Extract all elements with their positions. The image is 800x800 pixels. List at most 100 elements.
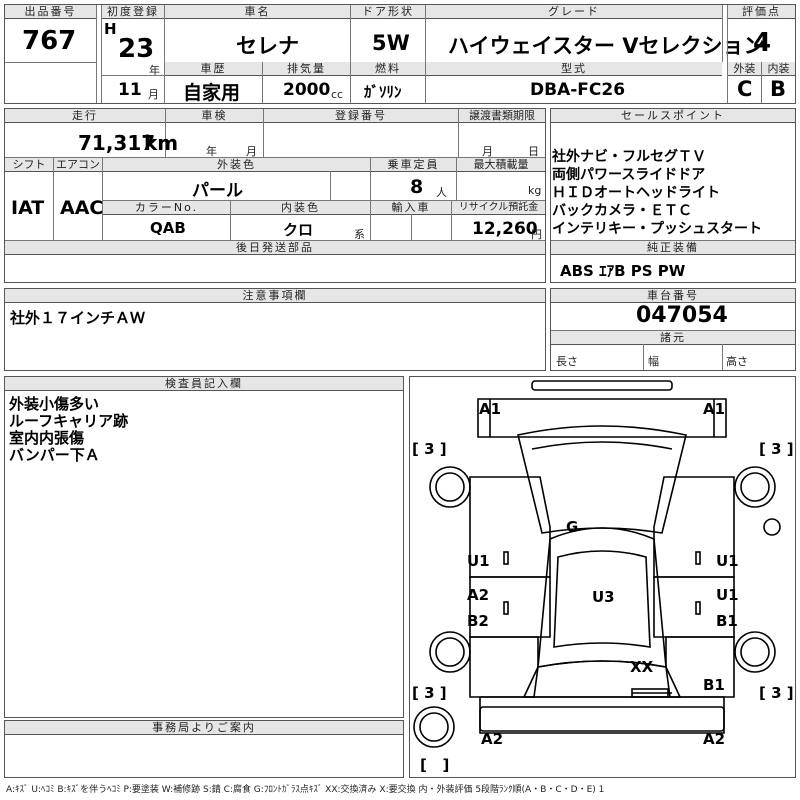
- grade: ハイウェイスター Vセレクション: [448, 34, 765, 58]
- mark-left-rear-panel: B2: [467, 612, 489, 630]
- inspector-line: ルーフキャリア跡: [9, 412, 129, 430]
- car-diagram: A1 A1 G U1 U1 A2 U1 B2 B1 U3 XX B1 A2 A2…: [409, 376, 796, 778]
- sales-points: [550, 108, 796, 283]
- reg-label: 初度登録: [102, 5, 164, 19]
- transfer-day: 日: [528, 145, 539, 158]
- history-label: 車歴: [165, 62, 262, 76]
- dim-length: 長さ: [556, 355, 578, 368]
- displacement: 2000: [283, 80, 331, 100]
- regno-label: 登録番号: [264, 109, 458, 123]
- mark-front-right-corner: A1: [703, 400, 726, 418]
- ext-grade: C: [737, 77, 753, 101]
- capacity: 8: [410, 176, 424, 198]
- capacity-label: 乗車定員: [371, 158, 456, 172]
- mark-right-rear-door: U1: [716, 586, 739, 604]
- mark-front-left-corner: A1: [479, 400, 502, 418]
- recycle-label: リサイクル預託金: [452, 201, 545, 215]
- inspector-line: バンパー下Ａ: [9, 446, 100, 464]
- tire-rear-right: [ 3 ]: [759, 684, 794, 702]
- mark-rear-right-corner: B1: [703, 676, 725, 694]
- car-outline-diagram: [413, 380, 781, 748]
- intcolor-label: 内装色: [231, 201, 370, 215]
- inspector-line: 外装小傷多い: [9, 395, 100, 413]
- mark-right-rear-panel: B1: [716, 612, 738, 630]
- load-label: 最大積載量: [457, 158, 545, 172]
- inspect-year: 年: [206, 145, 217, 158]
- inspector-label: 検査員記入欄: [5, 377, 403, 391]
- body-color: パール: [192, 181, 243, 201]
- car-name-label: 車名: [165, 5, 350, 19]
- reg-year: 23: [118, 34, 155, 64]
- spec-grid: [4, 108, 546, 283]
- ext-label: 外装: [728, 62, 761, 76]
- legend: A:ｷｽﾞ U:ﾍｺﾐ B:ｷｽﾞを伴うﾍｺﾐ P:要塗装 W:補修跡 S:錆 …: [6, 785, 605, 795]
- cc-unit: cc: [331, 88, 344, 101]
- header-grid: [4, 4, 796, 104]
- recycle-fee: 12,260: [472, 219, 538, 239]
- history: 自家用: [183, 82, 241, 104]
- tire-front-right: [ 3 ]: [759, 440, 794, 458]
- ac-label: エアコン: [54, 158, 102, 172]
- interior-color: クロ: [283, 221, 314, 239]
- model-label: 型式: [426, 62, 722, 76]
- grade-label: グレード: [426, 5, 722, 19]
- equip-label: 純正装備: [551, 241, 795, 255]
- color-number: QAB: [150, 219, 186, 237]
- door-type: 5W: [372, 31, 410, 55]
- tire-rear-left: [ 3 ]: [412, 684, 447, 702]
- mark-rear-left-bumper: A2: [481, 730, 504, 748]
- shift-label: シフト: [5, 158, 53, 172]
- later-parts-label: 後日発送部品: [5, 241, 545, 255]
- mileage-unit: km: [144, 131, 179, 155]
- dims-label: 諸元: [551, 331, 795, 345]
- shift: IAT: [11, 197, 45, 219]
- caution-text: 社外１７インチＡＷ: [10, 309, 146, 327]
- door-label: ドア形状: [351, 5, 425, 19]
- mark-left-front-door: U1: [467, 552, 490, 570]
- transfer-month: 月: [482, 145, 493, 158]
- int-label: 内装: [762, 62, 795, 76]
- reg-year-unit: 年: [149, 64, 160, 77]
- mileage-label: 走行: [5, 109, 165, 123]
- color-label: 外装色: [103, 158, 370, 172]
- caution-box: [4, 288, 546, 371]
- mark-left-rear-door: A2: [467, 586, 490, 604]
- inspect-label: 車検: [166, 109, 263, 123]
- mileage: 71,317: [78, 131, 156, 155]
- chassis-number: 047054: [636, 303, 728, 328]
- import-label: 輸入車: [371, 201, 451, 215]
- inspector-box: [4, 376, 404, 718]
- model-code: DBA-FC26: [530, 80, 626, 100]
- recycle-unit: 円: [531, 228, 542, 241]
- lot-number: 767: [22, 26, 77, 56]
- transfer-label: 譲渡書類期限: [459, 109, 545, 123]
- capacity-unit: 人: [436, 186, 447, 199]
- inspector-line: 室内内張傷: [9, 429, 85, 447]
- caution-label: 注意事項欄: [5, 289, 545, 303]
- reg-month-unit: 月: [148, 88, 159, 101]
- fuel-label: 燃料: [351, 62, 425, 76]
- mark-roof: U3: [592, 588, 615, 606]
- colorno-label: カラーNo.: [103, 201, 230, 215]
- mark-hood: G: [566, 518, 579, 536]
- reg-era: H: [104, 20, 117, 38]
- intcolor-unit: 系: [354, 228, 365, 241]
- load-unit: kg: [528, 184, 542, 197]
- sales-item: 社外ナビ・フルセグＴＶ: [552, 149, 706, 165]
- score: 4: [753, 28, 772, 58]
- lot-label: 出品番号: [5, 5, 96, 19]
- mark-back-door: XX: [630, 658, 654, 676]
- office-label: 事務局よりご案内: [5, 721, 403, 735]
- fuel: ｶﾞｿﾘﾝ: [364, 83, 402, 101]
- int-grade: B: [770, 77, 787, 101]
- car-name: セレナ: [236, 34, 299, 58]
- chassis-box: [550, 288, 796, 371]
- tire-front-left: [ 3 ]: [412, 440, 447, 458]
- office-box: [4, 720, 404, 778]
- aircon: AAC: [60, 197, 104, 219]
- dim-width: 幅: [648, 355, 659, 368]
- equipment: ABS ｴｱB PS PW: [560, 262, 686, 280]
- dim-height: 高さ: [726, 355, 748, 368]
- reg-month: 11: [118, 80, 142, 100]
- inspect-month: 月: [246, 145, 257, 158]
